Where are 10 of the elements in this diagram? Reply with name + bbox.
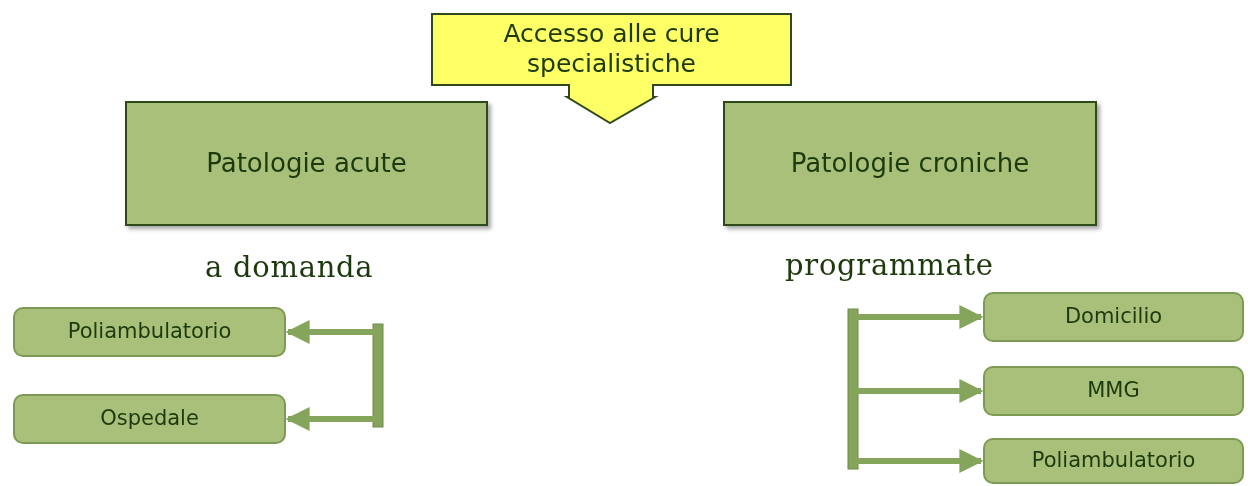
category-box: Patologie croniche bbox=[723, 101, 1097, 226]
group-label: programmate bbox=[785, 247, 994, 284]
category-box: Patologie acute bbox=[125, 101, 488, 226]
service-box: Ospedale bbox=[13, 394, 286, 444]
service-box: Domicilio bbox=[983, 292, 1244, 342]
service-box: Poliambulatorio bbox=[13, 307, 286, 357]
service-box: Poliambulatorio bbox=[983, 438, 1244, 484]
callout-down-arrow: Accesso alle cure specialistiche bbox=[431, 13, 792, 124]
group-label: a domanda bbox=[205, 249, 374, 286]
service-box: MMG bbox=[983, 366, 1244, 416]
